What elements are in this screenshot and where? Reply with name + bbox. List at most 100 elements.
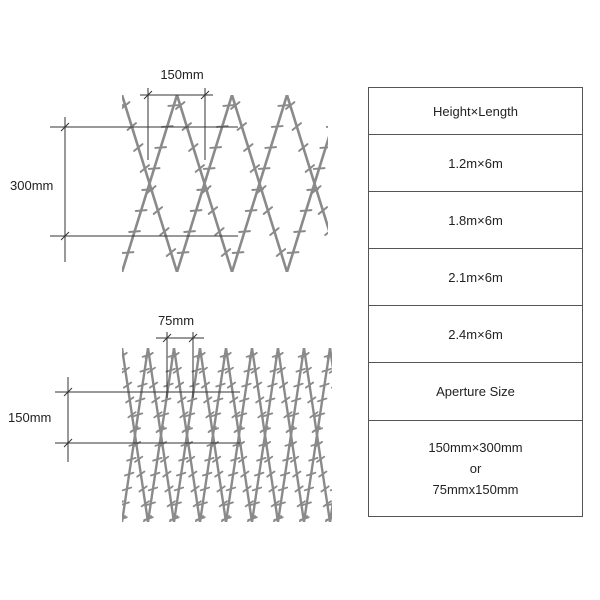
wire-barb: [145, 501, 156, 507]
wire-barb: [15, 353, 22, 358]
wire-barb: [122, 251, 135, 254]
wire-strand: [328, 500, 332, 522]
wire-barb: [319, 382, 330, 388]
wire-barb: [317, 206, 328, 215]
wire-barb: [102, 412, 109, 417]
wire-barb: [42, 502, 51, 505]
wire-strand: [122, 95, 124, 100]
wire-barb: [232, 442, 243, 447]
wire-barb: [158, 412, 170, 418]
wire-barb: [404, 517, 413, 520]
wire-barb: [291, 122, 302, 131]
wire-barb: [146, 366, 156, 374]
wire-barb: [320, 485, 330, 493]
wire-barb: [350, 501, 357, 506]
top-width-label: 150mm: [160, 67, 203, 82]
wire-barb: [327, 503, 332, 507]
wire-barb: [124, 471, 135, 477]
wire-barb: [136, 470, 146, 478]
size-cell: 1.2m×6m: [368, 134, 583, 192]
wire-barb: [283, 411, 293, 419]
wire-barb: [226, 381, 237, 389]
dim-bottom-height-tick-bottom: [63, 438, 73, 448]
wire-barb: [165, 248, 177, 257]
wire-barb: [241, 382, 252, 388]
wire-barb: [53, 427, 60, 432]
wire-barb: [6, 399, 15, 402]
wire-barb: [354, 502, 363, 505]
wire-barb: [187, 397, 198, 403]
wire-barb: [359, 473, 368, 476]
wire-barb: [352, 516, 359, 521]
wire-barb: [216, 485, 226, 493]
wire-barb: [33, 472, 40, 477]
wire-barb: [175, 101, 186, 110]
wire-barb: [314, 412, 326, 418]
wire-barb: [290, 455, 300, 463]
wire-barb: [336, 412, 343, 417]
wire-barb: [356, 368, 363, 373]
wire-strand: [198, 348, 228, 522]
wire-strand: [175, 95, 234, 272]
wire-barb: [281, 396, 291, 404]
wire-barb: [25, 443, 34, 446]
wire-barb: [0, 147, 1, 148]
wire-barb: [205, 411, 215, 419]
wire-barb: [0, 473, 3, 476]
wire-barb: [275, 501, 286, 507]
wire-barb: [46, 383, 53, 388]
wire-barb: [2, 428, 11, 431]
dim-bottom-width-tick-right: [188, 333, 198, 343]
wire-barb: [306, 471, 317, 477]
wire-barb: [0, 458, 6, 461]
wire-barb: [209, 146, 223, 149]
wire-barb: [61, 486, 68, 491]
wire-barb: [87, 189, 98, 190]
wire-barb: [152, 206, 164, 215]
table-header-cell: Height×Length: [368, 87, 583, 135]
wire-barb: [244, 500, 254, 508]
wire-barb: [74, 397, 81, 402]
wire-barb: [218, 500, 228, 508]
wire-barb: [324, 231, 328, 236]
wire-barb: [0, 126, 8, 127]
wire-barb: [267, 382, 278, 388]
wire-barb: [40, 516, 47, 521]
wire-barb: [50, 412, 57, 417]
wire-barb: [358, 383, 365, 388]
wire-barb: [39, 354, 48, 357]
wire-barb: [154, 442, 165, 447]
wire-barb: [169, 516, 180, 521]
wire-barb: [243, 143, 254, 152]
wire-barb: [196, 188, 209, 191]
wire-barb: [340, 428, 349, 431]
wire-barb: [188, 143, 199, 152]
wire-barb: [64, 501, 71, 506]
wire-barb: [56, 413, 65, 416]
wire-barb: [66, 516, 73, 521]
wire-barb: [280, 471, 291, 477]
wire-barb: [249, 164, 261, 173]
wire-barb: [36, 369, 45, 372]
wire-barb: [85, 472, 92, 477]
wire-barb: [207, 206, 219, 215]
wire-barb: [286, 251, 300, 254]
wire-barb: [29, 442, 36, 447]
wire-barb: [147, 486, 159, 492]
wire-barb: [0, 228, 4, 235]
wire-barb: [236, 122, 247, 131]
wire-barb: [243, 367, 254, 373]
wire-barb: [334, 397, 341, 402]
wire-strand: [44, 348, 70, 522]
wire-barb: [238, 230, 251, 233]
wire-barb: [299, 516, 310, 521]
aperture-value-line: 75mmx150mm: [432, 482, 519, 497]
wire-barb: [68, 252, 79, 253]
wire-strand: [122, 513, 124, 522]
wire-barb: [38, 501, 45, 506]
wire-barb: [344, 399, 353, 402]
wire-barb: [214, 470, 224, 478]
wire-barb: [122, 501, 130, 506]
wire-barb: [234, 427, 245, 432]
wire-barb: [345, 472, 352, 477]
